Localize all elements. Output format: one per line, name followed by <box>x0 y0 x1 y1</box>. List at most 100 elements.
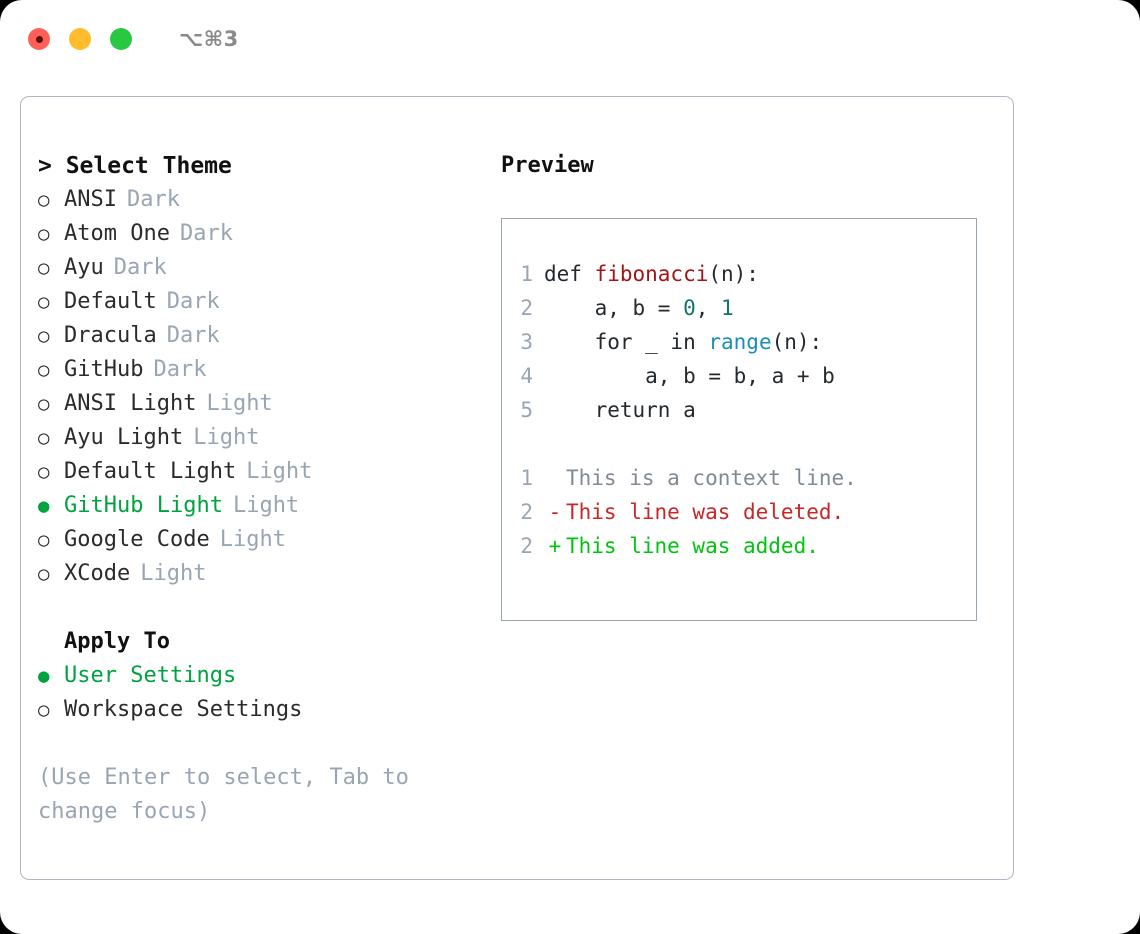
code-token: range <box>708 330 772 354</box>
theme-option-atom-one[interactable]: ○ Atom One Dark <box>38 217 468 251</box>
theme-option-label: GitHub <box>64 357 144 382</box>
diff-marker: - <box>548 500 562 524</box>
code-token: (n): <box>708 262 759 286</box>
radio-unselected-icon: ○ <box>38 189 50 211</box>
code-token: 1 <box>721 296 734 320</box>
code-token: (n): <box>771 330 823 354</box>
code-token: def <box>544 262 595 286</box>
line-number: 3 <box>520 330 533 354</box>
code-token: fibonacci <box>594 262 709 286</box>
radio-unselected-icon: ○ <box>38 393 50 415</box>
theme-option-label: GitHub Light <box>64 493 223 518</box>
title-bar: ⌥⌘3 <box>0 0 1140 78</box>
theme-option-tag: Dark <box>126 187 180 212</box>
theme-option-github[interactable]: ○ GitHub Dark <box>38 353 468 387</box>
code-text: for _ in range(n): <box>544 325 823 359</box>
code-text: def fibonacci(n): <box>544 257 759 291</box>
apply-to-option-workspace-settings[interactable]: ○Workspace Settings <box>38 693 468 727</box>
line-number: 5 <box>520 398 533 422</box>
code-line: 2 a, b = 0, 1 <box>502 291 976 325</box>
code-line: 5 return a <box>502 393 976 427</box>
theme-option-label: Google Code <box>64 527 210 552</box>
theme-option-tag: Light <box>193 425 260 450</box>
apply-to-header: Apply To <box>64 629 170 654</box>
diff-text: This is a context line. <box>566 466 857 490</box>
preview-title: Preview <box>501 153 594 178</box>
record-indicator-icon <box>35 35 43 43</box>
theme-option-label: Default Light <box>64 459 237 484</box>
code-gap <box>502 427 976 461</box>
line-number: 1 <box>520 466 533 490</box>
diff-line: 2-This line was deleted. <box>502 495 976 529</box>
line-number: 2 <box>520 534 533 558</box>
code-token: a, b = <box>544 296 684 320</box>
apply-to-option-user-settings[interactable]: ● User Settings <box>38 659 468 693</box>
radio-unselected-icon: ○ <box>38 461 50 483</box>
diff-marker: + <box>548 534 562 558</box>
keyboard-hint: (Use Enter to select, Tab to change focu… <box>38 765 423 824</box>
code-text: a, b = b, a + b <box>544 359 835 393</box>
theme-option-tag: Light <box>232 493 300 518</box>
code-token: a, b = b, a + b <box>544 364 835 388</box>
code-line: 3 for _ in range(n): <box>502 325 976 359</box>
radio-unselected-icon: ○ <box>38 563 50 585</box>
theme-option-label: Atom One <box>64 221 170 246</box>
window-controls <box>28 28 132 50</box>
code-text: a, b = 0, 1 <box>544 291 734 325</box>
code-text: return a <box>544 393 696 427</box>
code-token: 0 <box>683 296 696 320</box>
theme-option-tag: Light <box>219 527 286 552</box>
theme-option-tag: Dark <box>153 357 207 382</box>
code-token: for _ in <box>544 330 709 354</box>
theme-option-tag: Dark <box>179 221 233 246</box>
theme-option-label: Ayu <box>64 255 104 280</box>
diff-text: This line was added. <box>566 534 819 558</box>
radio-unselected-icon: ○ <box>38 359 50 381</box>
radio-unselected-icon: ○ <box>38 699 50 721</box>
radio-unselected-icon: ○ <box>38 325 50 347</box>
theme-option-github-light[interactable]: ● GitHub Light Light <box>38 489 468 523</box>
line-number: 2 <box>520 296 533 320</box>
radio-unselected-icon: ○ <box>38 223 50 245</box>
theme-option-tag: Dark <box>166 323 220 348</box>
theme-option-tag: Dark <box>166 289 220 314</box>
theme-option-tag: Light <box>140 561 207 586</box>
keyboard-shortcut-label: ⌥⌘3 <box>179 27 239 51</box>
theme-option-label: Dracula <box>64 323 157 348</box>
apply-to-list: ● User Settings ○Workspace Settings <box>38 659 468 727</box>
diff-marker <box>544 461 566 495</box>
radio-selected-icon: ● <box>38 665 50 687</box>
radio-unselected-icon: ○ <box>38 257 50 279</box>
theme-option-label: ANSI Light <box>64 391 197 416</box>
radio-unselected-icon: ○ <box>38 427 50 449</box>
radio-unselected-icon: ○ <box>38 291 50 313</box>
radio-selected-icon: ● <box>38 495 50 517</box>
close-button[interactable] <box>28 28 50 50</box>
theme-option-dracula[interactable]: ○ Dracula Dark <box>38 319 468 353</box>
diff-sample: 1 This is a context line. 2-This line was… <box>502 461 976 563</box>
line-number: 4 <box>520 364 533 388</box>
code-token: , <box>695 296 722 320</box>
zoom-button[interactable] <box>110 28 132 50</box>
diff-line: 2 +This line was added. <box>502 529 976 563</box>
theme-picker-header: > Select Theme <box>38 153 232 179</box>
apply-to-option-label: User Settings <box>64 663 237 688</box>
minimize-button[interactable] <box>69 28 91 50</box>
theme-option-tag: Dark <box>113 255 167 280</box>
code-line: 4 a, b = b, a + b <box>502 359 976 393</box>
theme-option-ayu[interactable]: ○ Ayu Dark <box>38 251 468 285</box>
